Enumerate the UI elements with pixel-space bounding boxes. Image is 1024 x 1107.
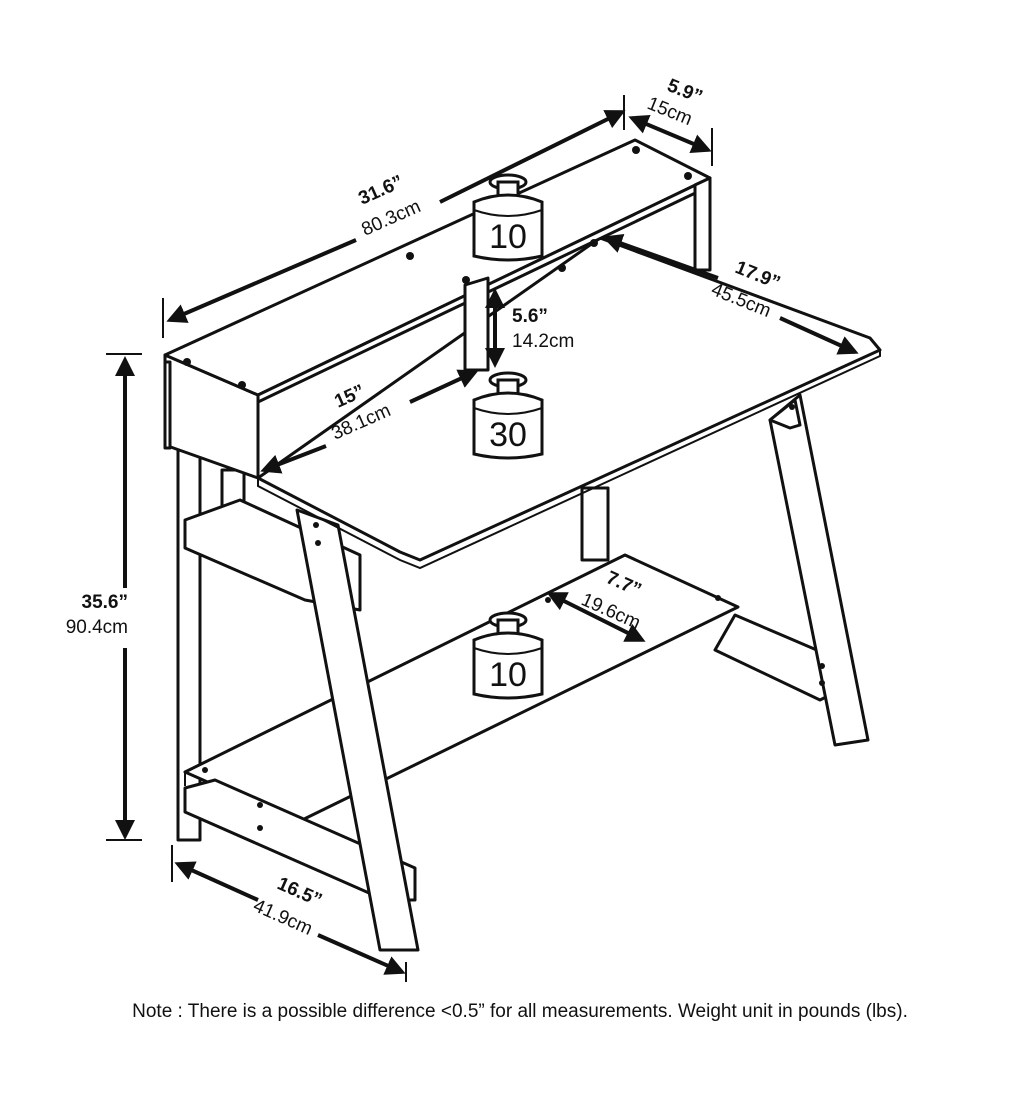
dim-hutch-height: 5.6” 14.2cm (485, 288, 574, 368)
weight-hutch-top: 10 (472, 173, 544, 262)
dim-total-height-cm: 90.4cm (66, 617, 128, 638)
dim-total-height-in: 35.6” (82, 592, 128, 613)
dim-hutch-height-cm: 14.2cm (512, 331, 574, 352)
dim-total-height: 35.6” 90.4cm (66, 353, 142, 841)
dim-hutch-height-in: 5.6” (512, 306, 548, 327)
hutch-side-right (693, 176, 712, 272)
weight-label-hutch-top: 10 (489, 218, 527, 256)
measurement-note: Note : There is a possible difference <0… (132, 1001, 908, 1022)
bottom-shelf (183, 553, 740, 824)
desk-illustration (163, 138, 882, 952)
weight-desktop: 30 (472, 371, 544, 460)
weight-bottom-shelf: 10 (472, 611, 544, 700)
weight-label-desktop: 30 (489, 416, 527, 454)
hutch-divider (463, 276, 490, 372)
weight-label-bottom-shelf: 10 (489, 656, 527, 694)
